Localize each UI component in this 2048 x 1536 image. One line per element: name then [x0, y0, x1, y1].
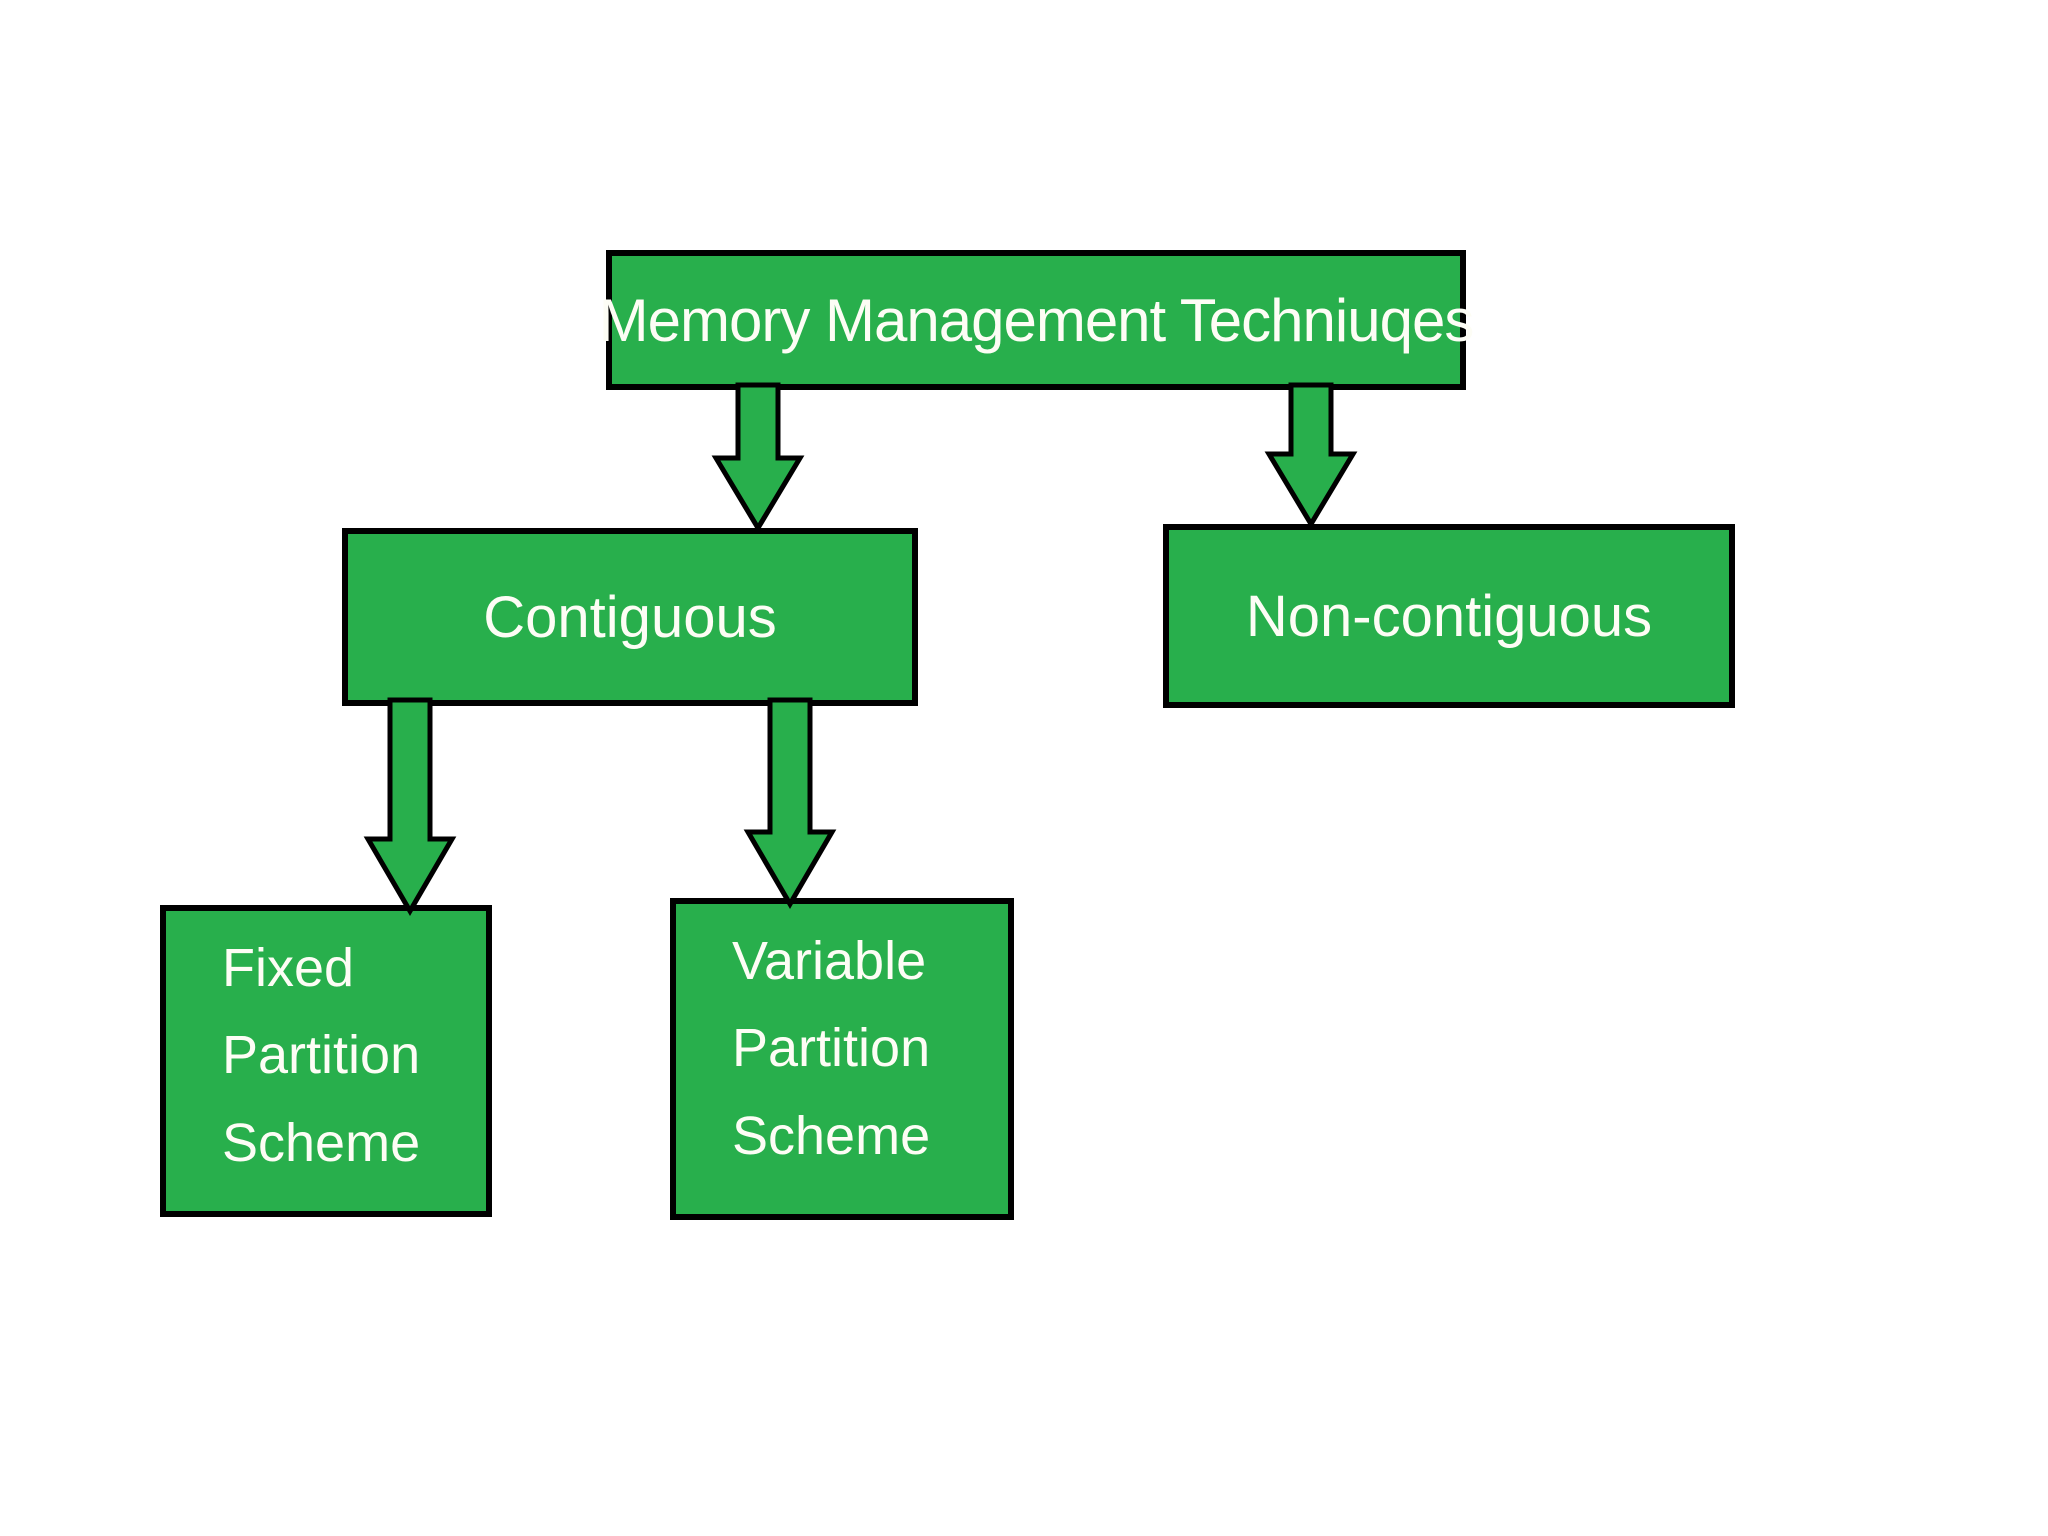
arrow-contiguous-to-fixed-icon — [363, 697, 457, 916]
arrow-root-to-non-contiguous-icon — [1264, 382, 1358, 529]
node-non-contiguous: Non-contiguous — [1163, 524, 1735, 708]
node-contiguous: Contiguous — [342, 528, 918, 706]
node-label: Variable Partition Scheme — [732, 931, 931, 1166]
node-fixed-partition-scheme: Fixed Partition Scheme — [160, 905, 492, 1217]
node-variable-partition-scheme: Variable Partition Scheme — [670, 898, 1014, 1220]
node-label: Memory Management Techniuqes — [598, 286, 1475, 354]
node-label: Contiguous — [483, 584, 777, 650]
node-memory-management-techniques: Memory Management Techniuqes — [599, 250, 1474, 390]
node-label: Fixed Partition Scheme — [222, 938, 421, 1173]
arrow-contiguous-to-variable-icon — [743, 697, 837, 909]
arrow-root-to-contiguous-icon — [711, 382, 805, 533]
node-label: Non-contiguous — [1245, 583, 1653, 649]
